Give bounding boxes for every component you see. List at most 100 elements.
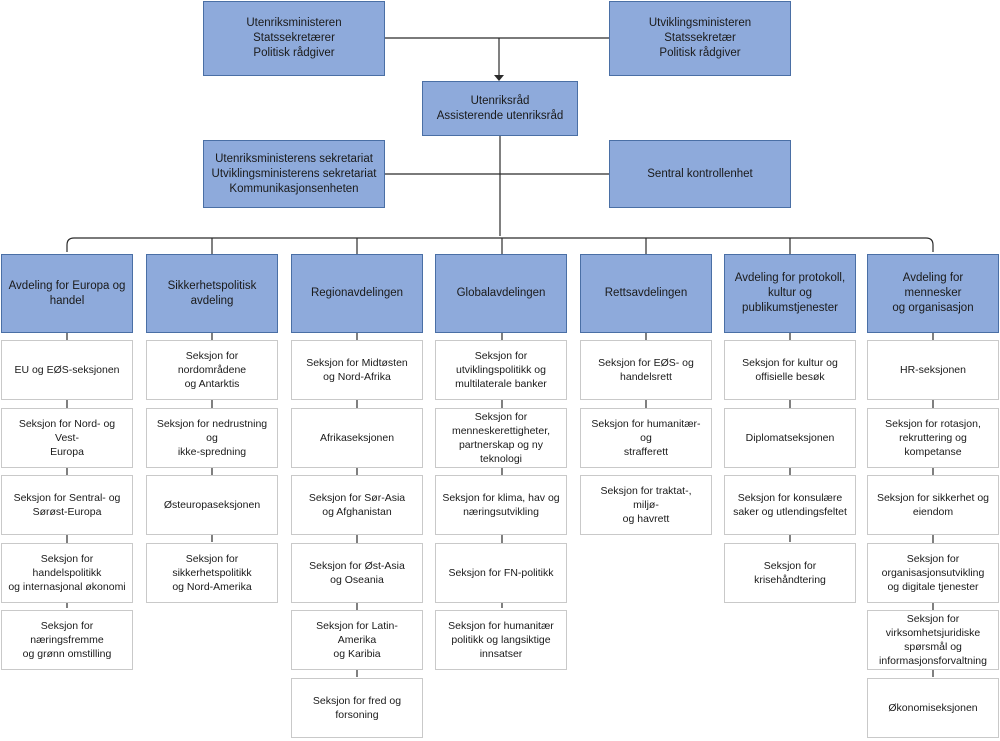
section-label-line: Europa (50, 446, 84, 458)
section-label-line: og Afghanistan (322, 506, 392, 518)
department-4: Globalavdelingen (435, 254, 567, 333)
section-box: Diplomatseksjonen (724, 408, 856, 468)
section-label-line: Afrikaseksjonen (319, 432, 395, 444)
section-label-line: Økonomiseksjonen (888, 702, 978, 714)
box-line: Utviklingsministerens sekretariat (211, 167, 377, 180)
department-name-line: Globalavdelingen (456, 287, 546, 299)
department-3: Regionavdelingen (291, 254, 423, 333)
section-label-line: Seksjon for traktat-, miljø- (600, 485, 692, 511)
section-label-line: og Nord-Afrika (323, 371, 391, 383)
box-utenriksrad: Utenriksråd Assisterende utenriksråd (422, 81, 578, 136)
box-line: Sentral kontrollenhet (647, 167, 753, 180)
box-line: Statssekretærer (253, 32, 335, 44)
section-box: Seksjon for humanitær- og strafferett (580, 408, 712, 468)
section-label-line: offisielle besøk (755, 371, 825, 383)
section-label-line: informasjonsforvaltning (879, 655, 987, 667)
section-label-line: Seksjon for klima, hav og (442, 492, 560, 504)
section-label-line: Seksjon for Sentral- og (13, 492, 121, 504)
section-label-line: sikkerhetspolitikk (172, 567, 252, 579)
department-name-line: Avdeling for protokoll, (734, 272, 846, 284)
section-label-line: Seksjon for konsulære (737, 492, 843, 504)
section-label-line: handelsrett (620, 371, 672, 383)
section-box: Afrikaseksjonen (291, 408, 423, 468)
section-label-line: Seksjon for Latin-Amerika (316, 620, 398, 646)
section-label-line: ikke-spredning (177, 446, 247, 458)
section-label-line: saker og utlendingsfeltet (733, 506, 847, 518)
section-label-line: partnerskap og ny teknologi (458, 439, 544, 465)
section-label-line: Seksjon for (474, 350, 528, 362)
section-box: EU og EØS-seksjonen (1, 340, 133, 400)
section-box: Seksjon for Latin-Amerika og Karibia (291, 610, 423, 670)
section-label-line: Seksjon for (906, 613, 960, 625)
section-label-line: Seksjon for Midtøsten (306, 357, 408, 369)
box-sentral-kontrollenhet: Sentral kontrollenhet (609, 140, 791, 208)
section-label-line: Seksjon for (906, 553, 960, 565)
section-label-line: Seksjon for Øst-Asia (309, 560, 405, 572)
section-label-line: Seksjon for humanitær (448, 620, 554, 632)
department-6: Avdeling for protokoll, kultur og publikum… (724, 254, 856, 333)
department-name-line: Sikkerhetspolitisk (167, 279, 257, 292)
section-label-line: forsoning (335, 709, 379, 721)
department-2: Sikkerhetspolitisk avdeling (146, 254, 278, 333)
section-label-line: innsatser (479, 648, 523, 660)
section-label-line: Seksjon for nordområdene (177, 350, 247, 376)
section-label-line: Sørøst-Europa (32, 506, 102, 518)
section-label-line: og Antarktis (184, 378, 240, 390)
box-utenriksministeren: Utenriksministeren Statssekretærer Polit… (203, 1, 385, 76)
box-line: Utenriksministeren (246, 17, 342, 29)
section-label-line: politikk og langsiktige (451, 634, 551, 646)
section-label-line: Seksjon for EØS- og (598, 357, 694, 369)
department-name-line: Rettsavdelingen (604, 287, 688, 299)
box-sekretariater: Utenriksministerens sekretariat Utviklin… (203, 140, 385, 208)
department-name-line: kultur og (767, 287, 813, 299)
section-label-line: Seksjon for næringsfremme (30, 620, 104, 646)
section-label-line: strafferett (623, 446, 669, 458)
section-label-line: Seksjon for humanitær- og (591, 418, 701, 444)
section-box: Seksjon for virksomhetsjuridiske spørsmål … (867, 610, 999, 670)
section-box: Seksjon for nordområdene og Antarktis (146, 340, 278, 400)
section-label-line: Seksjon for FN-politikk (448, 567, 554, 579)
box-line: Utenriksministerens sekretariat (215, 152, 373, 165)
section-label-line: og Karibia (333, 648, 381, 660)
section-label-line: Seksjon for Sør-Asia (308, 492, 406, 504)
section-label-line: Diplomatseksjonen (745, 432, 835, 444)
department-name-line: avdeling (190, 294, 234, 307)
box-line: Utviklingsministeren (648, 17, 752, 29)
section-box: Seksjon for FN-politikk (435, 543, 567, 603)
section-label-line: Seksjon for krisehåndtering (754, 560, 826, 586)
section-label-line: og Oseania (330, 574, 384, 586)
section-label-line: Seksjon for nedrustning og (156, 418, 268, 444)
section-label-line: menneskerettigheter, (451, 425, 551, 437)
section-label-line: rekruttering og kompetanse (899, 432, 967, 458)
section-box: HR-seksjonen (867, 340, 999, 400)
department-name-line: publikumstjenester (742, 302, 838, 314)
section-label-line: organisasjonsutvikling (881, 567, 985, 579)
section-label-line: EU og EØS-seksjonen (14, 364, 120, 376)
section-label-line: virksomhetsjuridiske (885, 627, 981, 639)
section-label-line: utviklingspolitikk og (456, 364, 546, 376)
section-box: Seksjon for Midtøsten og Nord-Afrika (291, 340, 423, 400)
connector-department-bar (66, 237, 934, 252)
section-label-line: næringsutvikling (463, 506, 539, 518)
department-5: Rettsavdelingen (580, 254, 712, 333)
section-label-line: eiendom (912, 506, 954, 518)
section-label-line: Seksjon for Nord- og Vest- (18, 418, 116, 444)
section-box: Økonomiseksjonen (867, 678, 999, 738)
section-box: Seksjon for Nord- og Vest- Europa (1, 408, 133, 468)
section-label-line: og havrett (622, 513, 670, 525)
section-box: Østeuropaseksjonen (146, 475, 278, 535)
department-name-line: Regionavdelingen (310, 287, 404, 299)
department-name-line: Avdeling for Europa og (8, 279, 126, 292)
section-box: Seksjon for klima, hav og næringsutviklin… (435, 475, 567, 535)
section-label-line: spørsmål og (904, 641, 962, 653)
section-box: Seksjon for Øst-Asia og Oseania (291, 543, 423, 603)
section-label-line: Seksjon for rotasjon, (885, 418, 981, 430)
